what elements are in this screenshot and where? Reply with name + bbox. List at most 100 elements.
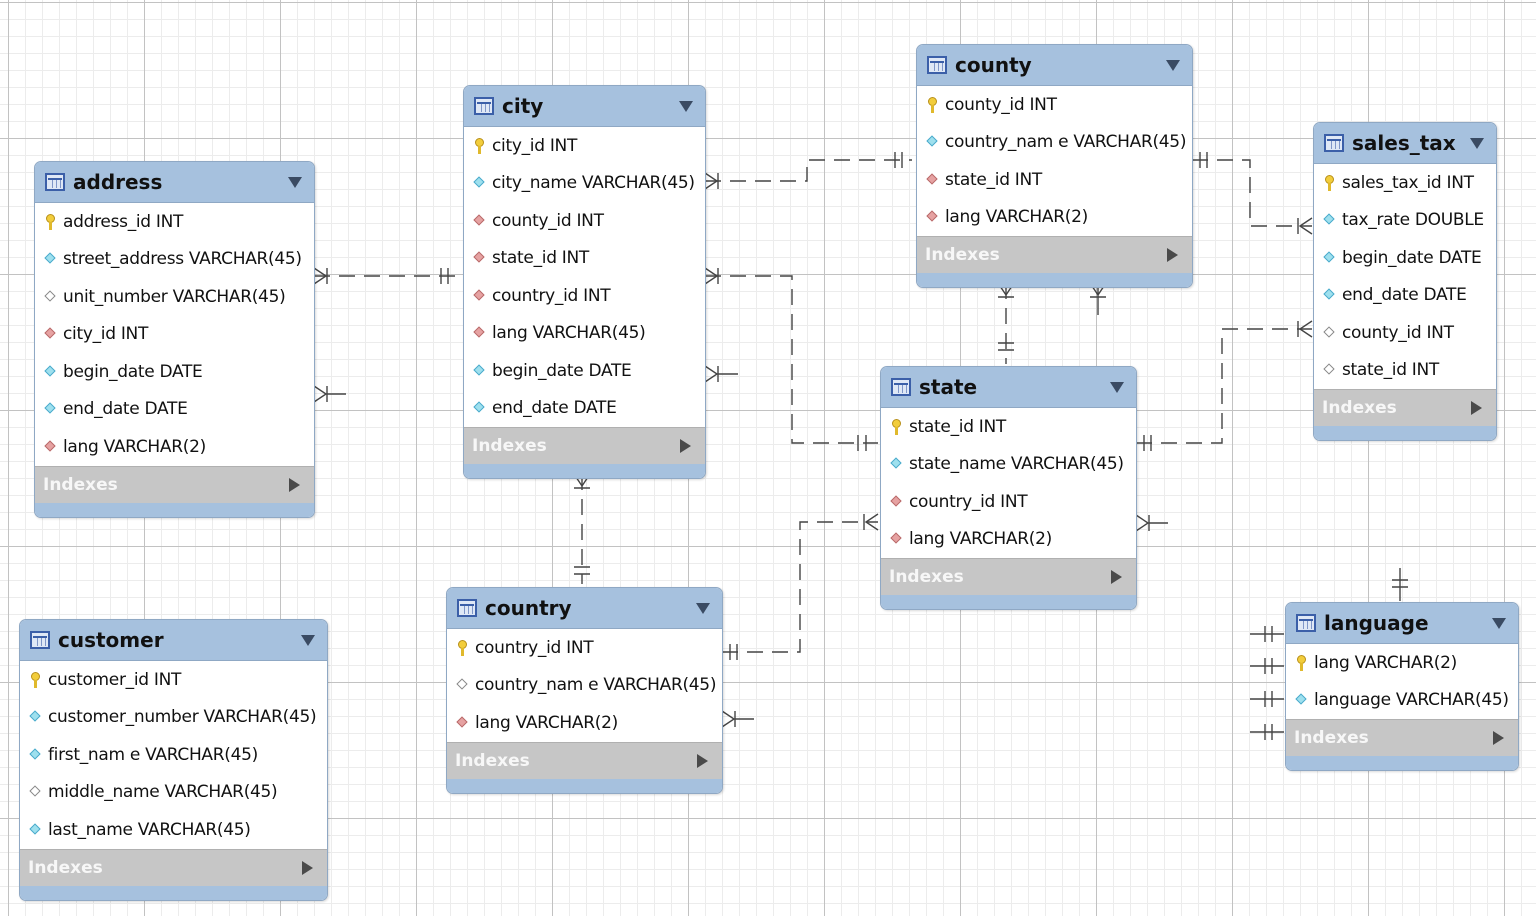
collapse-arrow-icon[interactable] xyxy=(679,101,693,112)
collapse-arrow-icon[interactable] xyxy=(301,635,315,646)
column-row[interactable]: unit_number VARCHAR(45) xyxy=(35,278,314,316)
column-row[interactable]: end_date DATE xyxy=(1314,277,1496,315)
column-row[interactable]: state_id INT xyxy=(917,161,1192,199)
column-row[interactable]: lang VARCHAR(2) xyxy=(917,199,1192,237)
column-row[interactable]: country_id INT xyxy=(464,277,705,315)
column-row[interactable]: lang VARCHAR(2) xyxy=(1286,644,1518,682)
column-row[interactable]: begin_date DATE xyxy=(35,353,314,391)
column-row[interactable]: county_id INT xyxy=(917,86,1192,124)
table-title: customer xyxy=(58,628,164,652)
column-row[interactable]: country_nam e VARCHAR(45) xyxy=(917,124,1192,162)
indexes-bar[interactable]: Indexes xyxy=(464,427,705,464)
column-row[interactable]: state_id INT xyxy=(881,408,1136,446)
column-row[interactable]: state_id INT xyxy=(464,240,705,278)
column-row[interactable]: address_id INT xyxy=(35,203,314,241)
expand-arrow-icon[interactable] xyxy=(680,439,691,453)
column-text: city_name VARCHAR(45) xyxy=(492,173,695,194)
collapse-arrow-icon[interactable] xyxy=(288,177,302,188)
table-header[interactable]: sales_tax xyxy=(1314,123,1496,164)
column-text: state_id INT xyxy=(945,169,1042,190)
column-text: last_name VARCHAR(45) xyxy=(48,819,251,840)
indexes-label: Indexes xyxy=(472,436,547,456)
collapse-arrow-icon[interactable] xyxy=(696,603,710,614)
table-header[interactable]: address xyxy=(35,162,314,203)
column-row[interactable]: customer_id INT xyxy=(20,661,327,699)
column-diamond-icon xyxy=(43,251,59,267)
column-row[interactable]: sales_tax_id INT xyxy=(1314,164,1496,202)
table-footer xyxy=(917,273,1192,287)
expand-arrow-icon[interactable] xyxy=(697,753,708,768)
column-row[interactable]: county_id INT xyxy=(1314,314,1496,352)
column-row[interactable]: end_date DATE xyxy=(35,391,314,429)
collapse-arrow-icon[interactable] xyxy=(1166,60,1180,71)
column-row[interactable]: lang VARCHAR(2) xyxy=(35,428,314,466)
indexes-bar[interactable]: Indexes xyxy=(447,741,722,779)
column-row[interactable]: begin_date DATE xyxy=(1314,239,1496,277)
column-diamond-icon xyxy=(472,400,488,416)
collapse-arrow-icon[interactable] xyxy=(1110,382,1124,393)
expand-arrow-icon[interactable] xyxy=(289,477,300,492)
indexes-label: Indexes xyxy=(889,567,964,587)
column-row[interactable]: country_id INT xyxy=(881,483,1136,521)
table-header[interactable]: country xyxy=(447,588,722,629)
indexes-bar[interactable]: Indexes xyxy=(1314,389,1496,426)
column-row[interactable]: begin_date DATE xyxy=(464,352,705,390)
table-header[interactable]: customer xyxy=(20,620,327,661)
column-row[interactable]: language VARCHAR(45) xyxy=(1286,682,1518,720)
indexes-bar[interactable]: Indexes xyxy=(1286,719,1518,756)
table-title: county xyxy=(955,53,1032,77)
indexes-bar[interactable]: Indexes xyxy=(917,236,1192,273)
table-header[interactable]: state xyxy=(881,367,1136,408)
collapse-arrow-icon[interactable] xyxy=(1492,618,1506,629)
column-row[interactable]: end_date DATE xyxy=(464,390,705,428)
column-row[interactable]: lang VARCHAR(45) xyxy=(464,315,705,353)
column-row[interactable]: first_nam e VARCHAR(45) xyxy=(20,736,327,774)
column-row[interactable]: country_nam e VARCHAR(45) xyxy=(447,667,722,705)
foreign-key-diamond-icon xyxy=(472,213,488,229)
column-row[interactable]: city_id INT xyxy=(35,316,314,354)
expand-arrow-icon[interactable] xyxy=(302,860,313,875)
table-icon xyxy=(45,173,65,191)
column-row[interactable]: last_name VARCHAR(45) xyxy=(20,811,327,849)
column-row[interactable]: city_id INT xyxy=(464,127,705,165)
column-row[interactable]: city_name VARCHAR(45) xyxy=(464,165,705,203)
column-text: begin_date DATE xyxy=(1342,247,1482,268)
column-row[interactable]: state_id INT xyxy=(1314,352,1496,390)
column-row[interactable]: county_id INT xyxy=(464,202,705,240)
table-footer xyxy=(1314,426,1496,440)
column-row[interactable]: country_id INT xyxy=(447,629,722,667)
column-diamond-icon xyxy=(1322,250,1338,266)
foreign-key-diamond-icon xyxy=(472,325,488,341)
column-row[interactable]: middle_name VARCHAR(45) xyxy=(20,774,327,812)
expand-arrow-icon[interactable] xyxy=(1167,248,1178,262)
table-header[interactable]: language xyxy=(1286,603,1518,644)
indexes-bar[interactable]: Indexes xyxy=(20,848,327,886)
table-header[interactable]: city xyxy=(464,86,705,127)
table-header[interactable]: county xyxy=(917,45,1192,86)
indexes-bar[interactable]: Indexes xyxy=(881,558,1136,595)
column-row[interactable]: state_name VARCHAR(45) xyxy=(881,446,1136,484)
column-text: lang VARCHAR(2) xyxy=(909,529,1052,550)
expand-arrow-icon[interactable] xyxy=(1471,401,1482,415)
column-row[interactable]: lang VARCHAR(2) xyxy=(881,521,1136,559)
rel-city-county xyxy=(704,152,912,190)
column-row[interactable]: customer_number VARCHAR(45) xyxy=(20,699,327,737)
collapse-arrow-icon[interactable] xyxy=(1470,138,1484,149)
column-diamond-icon xyxy=(43,401,59,417)
expand-arrow-icon[interactable] xyxy=(1111,570,1122,584)
column-row[interactable]: tax_rate DOUBLE xyxy=(1314,202,1496,240)
column-row[interactable]: lang VARCHAR(2) xyxy=(447,704,722,742)
table-icon xyxy=(927,56,947,74)
expand-arrow-icon[interactable] xyxy=(1493,731,1504,745)
column-row[interactable]: street_address VARCHAR(45) xyxy=(35,241,314,279)
indexes-bar[interactable]: Indexes xyxy=(35,465,314,503)
table-footer xyxy=(35,502,314,517)
